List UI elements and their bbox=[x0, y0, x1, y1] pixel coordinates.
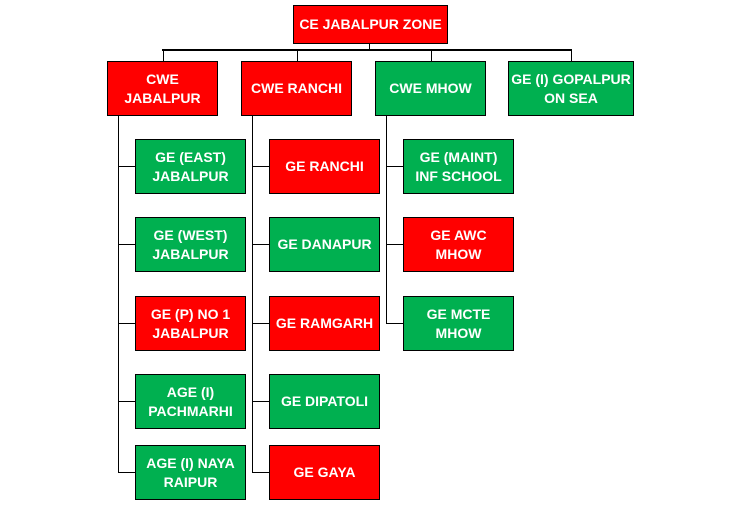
org-node-child: GE DIPATOLI bbox=[269, 374, 380, 429]
org-node-child: GE AWC MHOW bbox=[403, 217, 514, 272]
branch-connector bbox=[162, 50, 164, 61]
org-node-child: GE MCTE MHOW bbox=[403, 296, 514, 351]
org-node-root: CE JABALPUR ZONE bbox=[293, 5, 448, 44]
org-node-child: GE (P) NO 1 JABALPUR bbox=[135, 296, 246, 351]
child-connector bbox=[252, 401, 269, 402]
child-connector bbox=[118, 401, 135, 402]
org-node-child: GE GAYA bbox=[269, 445, 380, 500]
child-connector bbox=[252, 166, 269, 167]
branch-bus bbox=[162, 49, 572, 51]
org-node-child: GE (EAST) JABALPUR bbox=[135, 139, 246, 194]
child-connector bbox=[118, 166, 135, 167]
child-spine bbox=[252, 116, 253, 473]
child-spine bbox=[118, 116, 119, 473]
child-connector bbox=[386, 166, 403, 167]
child-connector bbox=[386, 244, 403, 245]
root-connector bbox=[369, 44, 370, 50]
branch-connector bbox=[430, 50, 432, 61]
branch-connector bbox=[296, 50, 298, 61]
org-node-child: GE RAMGARH bbox=[269, 296, 380, 351]
org-node-child: GE RANCHI bbox=[269, 139, 380, 194]
org-node-child: GE DANAPUR bbox=[269, 217, 380, 272]
child-connector bbox=[252, 244, 269, 245]
org-node-child: GE (WEST) JABALPUR bbox=[135, 217, 246, 272]
child-connector bbox=[386, 323, 403, 324]
child-connector bbox=[118, 472, 135, 473]
org-node-branch: GE (I) GOPALPUR ON SEA bbox=[508, 61, 634, 116]
child-spine bbox=[386, 116, 387, 324]
org-node-branch: CWE JABALPUR bbox=[107, 61, 218, 116]
org-node-child: AGE (I) NAYA RAIPUR bbox=[135, 445, 246, 500]
org-node-child: AGE (I) PACHMARHI bbox=[135, 374, 246, 429]
branch-connector bbox=[571, 50, 572, 61]
child-connector bbox=[118, 323, 135, 324]
org-node-branch: CWE MHOW bbox=[375, 61, 486, 116]
org-node-branch: CWE RANCHI bbox=[241, 61, 352, 116]
child-connector bbox=[252, 472, 269, 473]
child-connector bbox=[252, 323, 269, 324]
org-node-child: GE (MAINT) INF SCHOOL bbox=[403, 139, 514, 194]
child-connector bbox=[118, 244, 135, 245]
